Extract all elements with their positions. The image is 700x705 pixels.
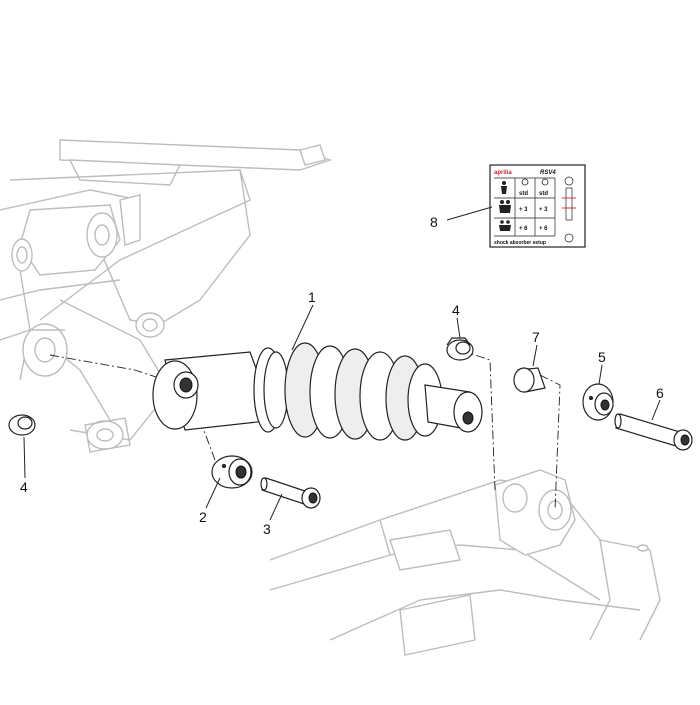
part-5-plate xyxy=(582,383,614,421)
callout-3: 3 xyxy=(263,521,271,537)
label-brand: aprilia xyxy=(494,170,512,176)
label-cell-p6-1: + 6 xyxy=(519,226,528,232)
callout-4-left: 4 xyxy=(20,479,28,495)
label-cell-p6-2: + 6 xyxy=(539,226,548,232)
part-6-bolt xyxy=(614,413,693,451)
callout-4-upper: 4 xyxy=(452,302,460,318)
part-4-bushing-left xyxy=(8,414,36,436)
part-2-plate xyxy=(211,455,253,489)
callout-7: 7 xyxy=(532,329,540,345)
label-cell-std-2: std xyxy=(539,191,548,197)
callout-8: 8 xyxy=(430,214,438,230)
part-3-bolt xyxy=(260,477,321,509)
shock-setup-label: aprilia RSV4 std std + 3 + 3 + 6 + 6 sho… xyxy=(489,164,586,248)
label-model: RSV4 xyxy=(540,170,556,176)
callout-5: 5 xyxy=(598,349,606,365)
label-cell-p3-1: + 3 xyxy=(519,207,528,213)
label-cell-std-1: std xyxy=(519,191,528,197)
part-7-spacer xyxy=(513,367,546,393)
label-footer: shock absorber setup xyxy=(494,240,546,246)
shock-absorber xyxy=(152,342,483,441)
callout-6: 6 xyxy=(656,385,664,401)
leader-lines xyxy=(23,206,661,521)
label-cell-p3-2: + 3 xyxy=(539,207,548,213)
callouts: 1 2 3 4 4 5 6 7 8 xyxy=(20,214,664,537)
main-frame xyxy=(0,139,333,453)
callout-2: 2 xyxy=(199,509,207,525)
part-4-bushing-upper xyxy=(446,337,474,361)
callout-1: 1 xyxy=(308,289,316,305)
swingarm xyxy=(269,469,661,656)
